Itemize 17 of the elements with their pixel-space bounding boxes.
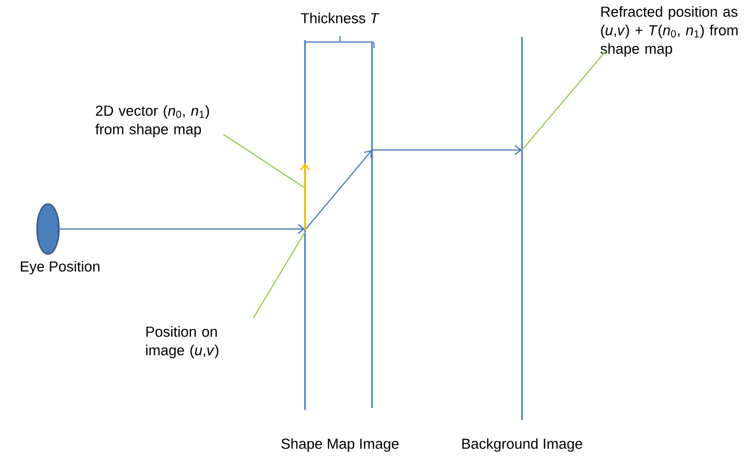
arrow xyxy=(60,224,305,234)
image-plane-line xyxy=(371,42,373,408)
arrow xyxy=(304,150,372,230)
annotation-text: Refracted position as (u,v) + T(n$_{0}$, n$_{1}$) from shape map xyxy=(600,6,738,57)
node-label: Eye Position xyxy=(20,260,100,274)
label: Background Image xyxy=(462,438,582,452)
eye-ellipse xyxy=(36,203,60,255)
leader-line xyxy=(522,50,606,150)
leader-line xyxy=(252,232,306,318)
annotation-text: 2D vector (n$_{0}$, n$_{1}$) from shape map xyxy=(95,105,209,138)
annotation-text: Position on image (u,v) xyxy=(146,326,218,358)
leader-line xyxy=(223,134,306,188)
label: Thickness T xyxy=(300,12,380,24)
image-plane-line xyxy=(304,40,306,410)
arrow xyxy=(372,145,522,155)
image-plane-line xyxy=(521,37,523,420)
label: Shape Map Image xyxy=(281,438,399,452)
